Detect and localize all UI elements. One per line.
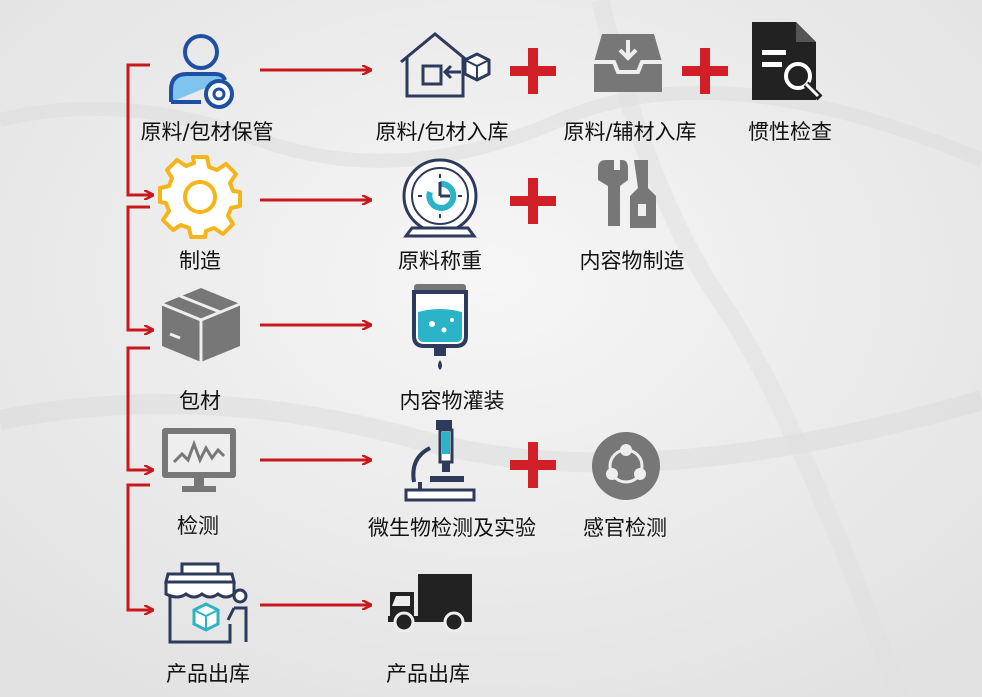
filling-bag-icon — [412, 284, 468, 370]
warehouse-worker-icon — [169, 34, 234, 109]
step-label-sensory-testing: 感官检测 — [583, 516, 667, 540]
bracket-4 — [126, 483, 152, 610]
stage-label-storage: 原料/包材保管 — [140, 120, 274, 144]
plus-icon — [510, 48, 556, 94]
stage-label-packaging: 包材 — [179, 389, 221, 413]
scale-clock-icon — [402, 158, 478, 238]
document-search-icon — [752, 22, 823, 101]
tools-icon — [598, 160, 656, 228]
inbox-download-icon — [594, 34, 662, 92]
stage-label-testing: 检测 — [177, 514, 219, 538]
bracket-2 — [126, 205, 152, 330]
step-label-content-manufacturing: 内容物制造 — [579, 249, 685, 273]
warehouse-inbound-icon — [400, 32, 491, 98]
package-box-icon — [161, 288, 241, 362]
microscope-icon — [404, 420, 476, 502]
sensory-share-icon — [592, 432, 660, 500]
storefront-delivery-icon — [164, 562, 248, 644]
stage-label-shipping: 产品出库 — [166, 662, 250, 686]
monitor-chart-icon — [162, 428, 236, 492]
plus-icon — [510, 442, 556, 488]
step-label-material-inbound: 原料/包材入库 — [375, 120, 509, 144]
delivery-truck-icon — [388, 574, 472, 633]
step-label-filling: 内容物灌装 — [399, 389, 505, 413]
step-label-microbial-testing: 微生物检测及实验 — [368, 516, 536, 540]
bracket-3 — [126, 346, 152, 470]
bracket-1 — [126, 63, 152, 195]
stage-label-manufacturing: 制造 — [179, 249, 221, 273]
step-label-auxiliary-inbound: 原料/辅材入库 — [563, 120, 697, 144]
plus-icon — [510, 178, 556, 224]
step-label-inspection: 惯性检查 — [748, 120, 832, 144]
plus-icon — [682, 48, 728, 94]
step-label-weighing: 原料称重 — [398, 249, 482, 273]
step-label-product-shipping: 产品出库 — [386, 662, 470, 686]
gear-icon — [158, 155, 242, 239]
